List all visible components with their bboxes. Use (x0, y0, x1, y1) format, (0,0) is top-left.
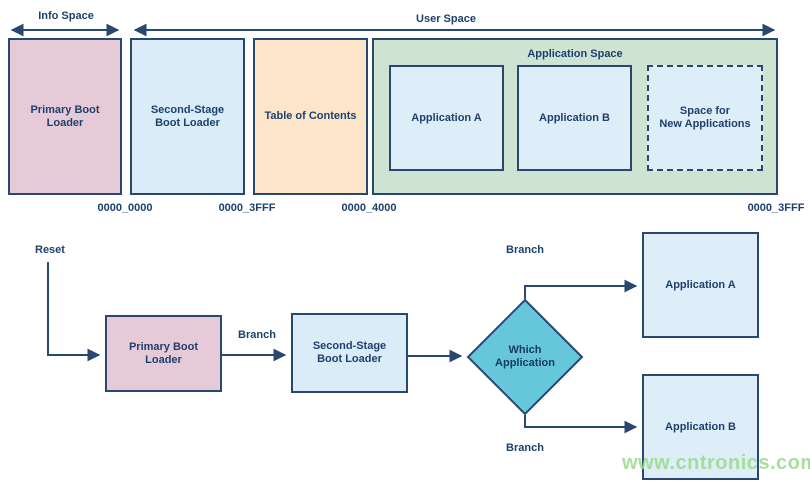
flow-node-which-application-label: Which Application (495, 344, 555, 369)
flow-node-second-stage-boot-loader: Second-Stage Boot Loader (291, 313, 408, 393)
memory-block-table-of-contents: Table of Contents (253, 38, 368, 195)
memory-block-primary-boot-loader: Primary Boot Loader (8, 38, 122, 195)
branch-arrow-to-app-a (524, 279, 638, 299)
memory-block-application-a: Application A (389, 65, 504, 171)
branch-arrow-to-app-b (524, 415, 638, 434)
address-label-0000-3fff: 0000_3FFF (218, 202, 276, 214)
branch-label-bottom: Branch (506, 442, 544, 454)
decision-diamond-shape (466, 298, 584, 416)
flow-node-application-b: Application B (642, 374, 759, 480)
address-label-end-0000-3fff: 0000_3FFF (747, 202, 805, 214)
flow-node-application-a: Application A (642, 232, 759, 338)
memory-block-space-for-new-applications: Space for New Applications (647, 65, 763, 171)
reset-arrow (47, 262, 101, 362)
flow-node-primary-boot-loader: Primary Boot Loader (105, 315, 222, 392)
application-space-label: Application Space (527, 48, 623, 60)
branch-label-mid: Branch (238, 329, 276, 341)
info-space-label: Info Space (38, 10, 94, 22)
application-space-container: Application Space Application A Applicat… (372, 38, 778, 195)
memory-block-second-stage-boot-loader: Second-Stage Boot Loader (130, 38, 245, 195)
address-label-0000-0000: 0000_0000 (97, 202, 153, 214)
reset-label: Reset (35, 244, 65, 256)
branch-label-top: Branch (506, 244, 544, 256)
watermark-text: www.cntronics.com (622, 452, 810, 474)
memory-block-application-b: Application B (517, 65, 632, 171)
user-space-label: User Space (416, 13, 476, 25)
address-label-0000-4000: 0000_4000 (341, 202, 397, 214)
